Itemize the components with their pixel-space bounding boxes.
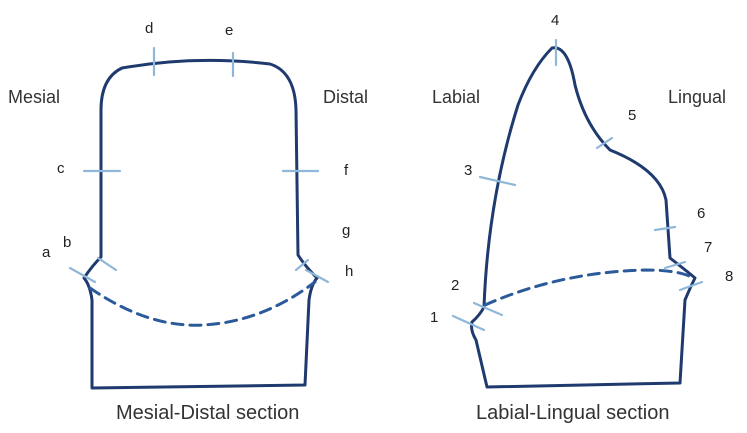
point-label-3: 3 — [464, 162, 472, 179]
point-label-b: b — [63, 234, 71, 251]
point-label-d: d — [145, 20, 153, 37]
point-label-c: c — [57, 160, 65, 177]
tick-3 — [478, 175, 517, 187]
caption-labial-lingual: Labial-Lingual section — [476, 402, 669, 424]
point-label-1: 1 — [430, 309, 438, 326]
side-label-lingual: Lingual — [668, 87, 726, 107]
tick-5 — [595, 136, 614, 150]
labial-lingual-outline — [470, 46, 697, 389]
tick-a — [68, 266, 97, 284]
tick-g — [294, 258, 310, 272]
tick-1 — [451, 314, 486, 332]
side-label-labial: Labial — [432, 87, 480, 107]
tick-2 — [472, 301, 504, 317]
mesial-distal-outline — [82, 58, 319, 390]
mesial-distal-panel: a b c d e f g h Mesial Distal Mesial-Dis… — [8, 20, 368, 424]
tick-b — [96, 256, 118, 272]
point-label-2: 2 — [451, 277, 459, 294]
point-label-6: 6 — [697, 205, 705, 222]
point-label-a: a — [42, 244, 51, 261]
labial-lingual-cej-line — [483, 268, 695, 307]
point-label-f: f — [344, 162, 349, 179]
tick-h — [304, 268, 330, 284]
caption-mesial-distal: Mesial-Distal section — [116, 402, 299, 424]
tick-7 — [663, 260, 687, 270]
point-label-7: 7 — [704, 239, 712, 256]
point-label-5: 5 — [628, 107, 636, 124]
tick-6 — [653, 225, 677, 232]
point-label-e: e — [225, 22, 233, 39]
point-label-g: g — [342, 222, 350, 239]
side-label-mesial: Mesial — [8, 87, 60, 107]
tick-8 — [678, 280, 704, 292]
side-label-distal: Distal — [323, 87, 368, 107]
labial-lingual-panel: 1 2 3 4 5 6 7 8 Labial Lingual Labial-Li… — [430, 12, 733, 424]
point-label-8: 8 — [725, 268, 733, 285]
point-label-h: h — [345, 263, 353, 280]
mesial-distal-cej-line — [88, 280, 317, 327]
point-label-4: 4 — [551, 12, 559, 29]
